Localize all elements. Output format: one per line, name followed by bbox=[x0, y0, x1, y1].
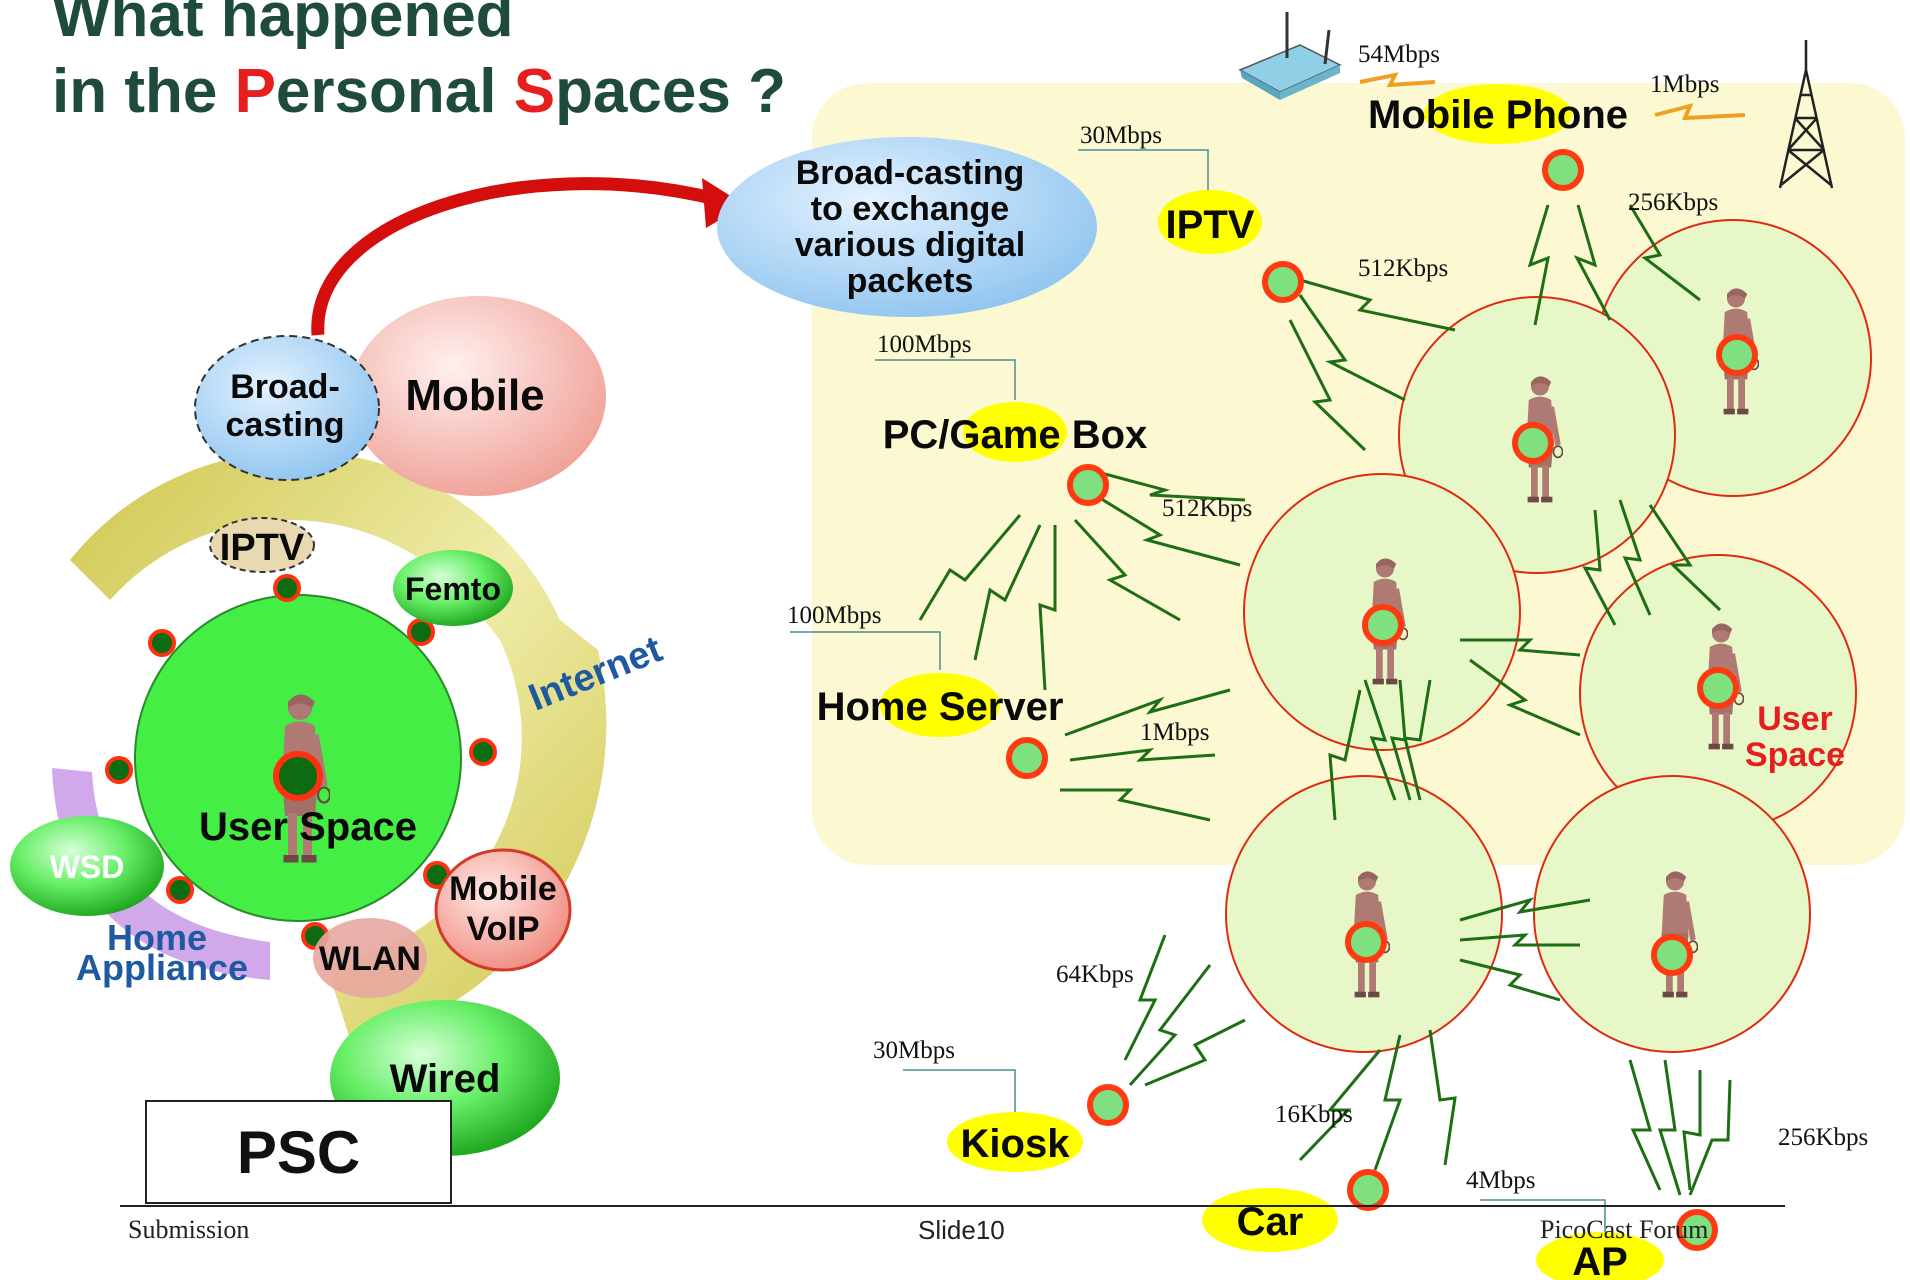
slide-title: What happened in the Personal Spaces ? bbox=[52, 0, 786, 130]
rate-1mbps-tower: 1Mbps bbox=[1650, 71, 1719, 98]
car-label: Car bbox=[1237, 1200, 1304, 1244]
title-letter-s: S bbox=[513, 57, 556, 126]
iptv-left-label: IPTV bbox=[220, 527, 305, 569]
rate-512kbps-iptv: 512Kbps bbox=[1358, 255, 1448, 282]
iptv-small-bubble bbox=[209, 517, 315, 573]
user-space-label: User Space bbox=[199, 805, 417, 849]
rate-30mbps-iptv: 30Mbps bbox=[1080, 122, 1162, 149]
label-leaders bbox=[790, 149, 1606, 1240]
broadcast-arrow bbox=[311, 177, 722, 336]
user-space-right-label-1: User bbox=[1757, 700, 1833, 738]
wireless-links bbox=[918, 204, 1732, 1196]
footer-divider bbox=[120, 1205, 1785, 1207]
psc-box: PSC bbox=[145, 1100, 452, 1204]
rate-256kbps-top: 256Kbps bbox=[1628, 189, 1718, 216]
callout-line-2: to exchange bbox=[811, 190, 1009, 228]
rate-64kbps: 64Kbps bbox=[1056, 961, 1134, 988]
footer-submission: Submission bbox=[128, 1215, 250, 1244]
title-part: paces ? bbox=[555, 57, 786, 126]
user-center-node bbox=[273, 751, 323, 801]
rate-512kbps-pc: 512Kbps bbox=[1162, 495, 1252, 522]
kiosk-label: Kiosk bbox=[961, 1122, 1071, 1166]
title-line-1: What happened bbox=[52, 0, 514, 50]
pc-game-box-label: PC/Game Box bbox=[883, 413, 1148, 457]
mobile-phone-label: Mobile Phone bbox=[1368, 93, 1628, 137]
femto-label: Femto bbox=[405, 571, 501, 607]
wsd-bubble bbox=[10, 816, 164, 916]
home-server-label: Home Server bbox=[817, 685, 1064, 729]
mobile-voip-label-1: Mobile bbox=[449, 870, 557, 908]
broadcasting-label: Broad-casting bbox=[225, 368, 344, 444]
wifi-router-icon bbox=[1238, 12, 1342, 100]
footer-forum: PicoCast Forum bbox=[1540, 1215, 1709, 1244]
ring-nodes bbox=[105, 574, 497, 950]
title-letter-p: P bbox=[234, 57, 276, 126]
wlan-bubble bbox=[313, 918, 427, 998]
rate-256kbps-ap: 256Kbps bbox=[1778, 1124, 1868, 1151]
wired-label: Wired bbox=[390, 1057, 501, 1101]
title-part: in the bbox=[52, 57, 235, 126]
ap-label: AP bbox=[1572, 1240, 1628, 1280]
rate-4mbps: 4Mbps bbox=[1466, 1167, 1535, 1194]
callout-line-1: Broad-casting bbox=[796, 154, 1025, 192]
callout-line-3: various digital bbox=[795, 226, 1026, 264]
rate-16kbps: 16Kbps bbox=[1275, 1101, 1353, 1128]
rate-100mbps-pc: 100Mbps bbox=[877, 331, 971, 358]
rate-30mbps-kiosk: 30Mbps bbox=[873, 1037, 955, 1064]
mobile-voip-bubble bbox=[434, 848, 572, 972]
user-space-right-label-2: Space bbox=[1745, 736, 1845, 774]
rate-100mbps-server: 100Mbps bbox=[787, 602, 881, 629]
wsd-label: WSD bbox=[50, 849, 125, 885]
psc-label: PSC bbox=[236, 1118, 361, 1186]
radio-tower-icon bbox=[1778, 40, 1834, 189]
broadcast-arrowhead bbox=[702, 178, 745, 228]
broadcasting-bubble bbox=[194, 335, 380, 481]
femto-bubble bbox=[393, 550, 513, 626]
device-nodes bbox=[1006, 149, 1758, 1251]
rate-1mbps-server: 1Mbps bbox=[1140, 719, 1209, 746]
broadcast-callout bbox=[717, 137, 1097, 317]
left-cluster bbox=[10, 177, 745, 1156]
mobile-bubble bbox=[350, 296, 606, 496]
label-highlights bbox=[880, 84, 1664, 1280]
mobile-label: Mobile bbox=[405, 371, 544, 420]
wlan-label: WLAN bbox=[319, 940, 421, 978]
home-appliance-label-2: Appliance bbox=[76, 947, 248, 988]
title-part: ersonal bbox=[275, 57, 514, 126]
rate-54mbps: 54Mbps bbox=[1358, 41, 1440, 68]
orange-links bbox=[1359, 72, 1746, 121]
callout-line-4: packets bbox=[847, 262, 974, 300]
footer-slide-number: Slide10 bbox=[918, 1215, 1005, 1245]
home-appliance-label-1: Home bbox=[107, 917, 207, 958]
iptv-label: IPTV bbox=[1166, 203, 1255, 247]
mobile-voip-label-2: VoIP bbox=[466, 910, 539, 948]
